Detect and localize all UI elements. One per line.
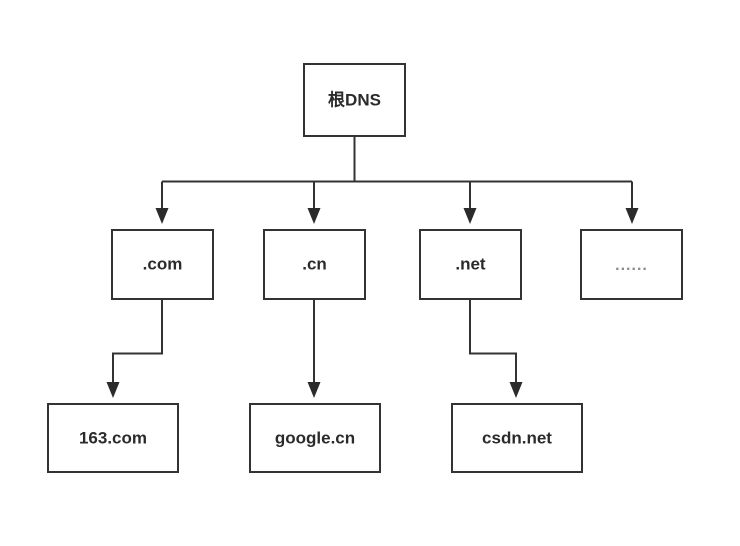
node-tld-more[interactable]: ...... [580, 229, 683, 300]
node-root[interactable]: 根DNS [303, 63, 406, 137]
node-tld-net-box[interactable] [419, 229, 522, 300]
node-domain-csdn-box[interactable] [451, 403, 583, 473]
arrowhead-root-to-more [625, 208, 639, 224]
arrowhead-cn-to-google [307, 382, 321, 398]
node-domain-google-label: google.cn [275, 428, 355, 447]
node-tld-cn-box[interactable] [263, 229, 366, 300]
node-tld-com[interactable]: .com [111, 229, 214, 300]
arrowhead-root-to-com [155, 208, 169, 224]
node-domain-google-box[interactable] [249, 403, 381, 473]
node-domain-163-label: 163.com [79, 428, 147, 447]
node-domain-csdn[interactable]: csdn.net [451, 403, 583, 473]
node-tld-more-label: ...... [615, 257, 648, 274]
node-domain-csdn-label: csdn.net [482, 428, 552, 447]
node-tld-cn[interactable]: .cn [263, 229, 366, 300]
node-root-box[interactable] [303, 63, 406, 137]
edge-root-trunk [162, 136, 632, 183]
node-domain-163-box[interactable] [47, 403, 179, 473]
edge-group-root-to-tlds [155, 136, 639, 224]
node-tld-more-box[interactable] [580, 229, 683, 300]
node-tld-com-label: .com [143, 254, 183, 273]
node-tld-net[interactable]: .net [419, 229, 522, 300]
arrowhead-com-to-163 [106, 382, 120, 398]
node-tld-com-box[interactable] [111, 229, 214, 300]
node-root-label: 根DNS [328, 89, 381, 109]
node-domain-google[interactable]: google.cn [249, 403, 381, 473]
arrowhead-net-to-csdn [509, 382, 523, 398]
node-domain-163[interactable]: 163.com [47, 403, 179, 473]
node-tld-cn-label: .cn [302, 254, 327, 273]
node-tld-net-label: .net [455, 254, 486, 273]
edge-com-to-163 [112, 299, 163, 386]
arrowhead-root-to-net [463, 208, 477, 224]
arrowhead-root-to-cn [307, 208, 321, 224]
edge-group-tlds-to-domains [106, 299, 523, 398]
edge-net-to-csdn [469, 299, 517, 386]
